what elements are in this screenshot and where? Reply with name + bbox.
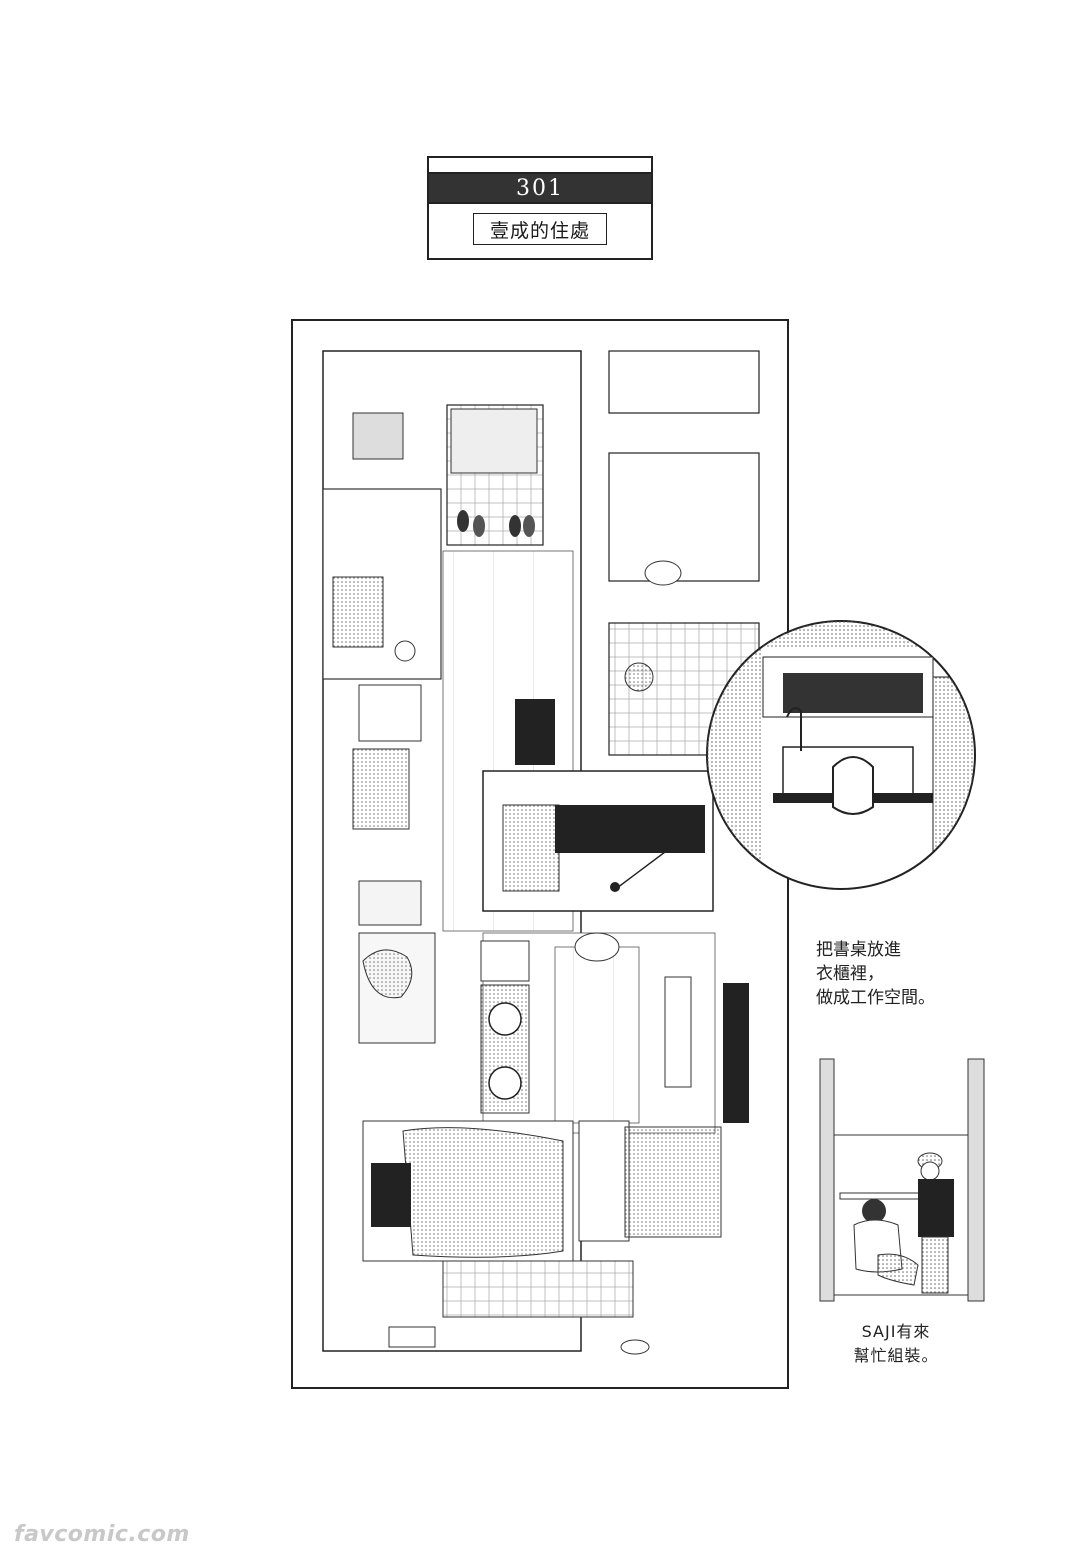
shoe-1 [457, 510, 469, 532]
inset-pointer-line [612, 830, 694, 892]
saji-caption-line-1: SAJI有來 [861, 1322, 931, 1341]
desk-closet-inset-illustration [706, 620, 976, 890]
floor-plan-illustration [322, 350, 760, 1355]
room-label-box: 壹成的住處 [473, 213, 607, 245]
desk-caption-line-3: 做成工作空間。 [816, 988, 935, 1008]
office-chair [574, 932, 620, 962]
keyboard [664, 976, 692, 1088]
room-number-band: 301 [429, 172, 651, 204]
side-table [578, 1120, 630, 1242]
saji-assembly-illustration [818, 1055, 988, 1305]
inset-pointer-dot [610, 882, 620, 892]
rug [554, 946, 640, 1124]
desk-caption-line-1: 把書桌放進 [816, 940, 901, 960]
turntable-1 [488, 1002, 522, 1036]
shoe-4 [523, 515, 535, 537]
room-label: 壹成的住處 [489, 219, 590, 242]
duvet [402, 1127, 564, 1258]
shoe-3 [509, 515, 521, 537]
saji-assembly-drawing [819, 1057, 986, 1303]
desk-closet-inset [703, 617, 979, 893]
box [358, 880, 422, 926]
turntable-2 [488, 1066, 522, 1100]
balcony-door [442, 1260, 634, 1318]
desk-top [555, 805, 705, 853]
cloth-pile [362, 949, 413, 999]
wall-panel [723, 983, 749, 1123]
toilet-room [608, 452, 760, 582]
room-number: 301 [516, 175, 564, 201]
saji-caption-line-2: 幫忙組裝。 [853, 1346, 939, 1365]
fridge [358, 684, 422, 742]
site-watermark: favcomic.com [14, 1522, 190, 1547]
entrance-door [450, 408, 538, 474]
hallway-mat [515, 699, 555, 765]
kitchen-cabinet [332, 576, 384, 648]
storage-room [608, 350, 760, 414]
ceiling-light [620, 1339, 650, 1355]
heater [388, 1326, 436, 1348]
records-box [480, 940, 530, 982]
shelf [352, 748, 410, 830]
desk-caption: 把書桌放進 衣櫃裡， 做成工作空間。 [816, 938, 966, 1010]
sink [394, 640, 416, 662]
stool [624, 662, 654, 692]
desk-caption-line-2: 衣櫃裡， [816, 964, 884, 984]
saji-caption: SAJI有來 幫忙組裝。 [826, 1320, 966, 1368]
microwave [352, 412, 404, 460]
closet-shelf [502, 804, 560, 892]
room-number-plate: 301 壹成的住處 [427, 156, 653, 260]
floor-plan-frame [291, 319, 789, 1389]
pillow [371, 1163, 411, 1227]
toilet [644, 560, 682, 586]
drawers [624, 1126, 722, 1238]
shoe-2 [473, 515, 485, 537]
